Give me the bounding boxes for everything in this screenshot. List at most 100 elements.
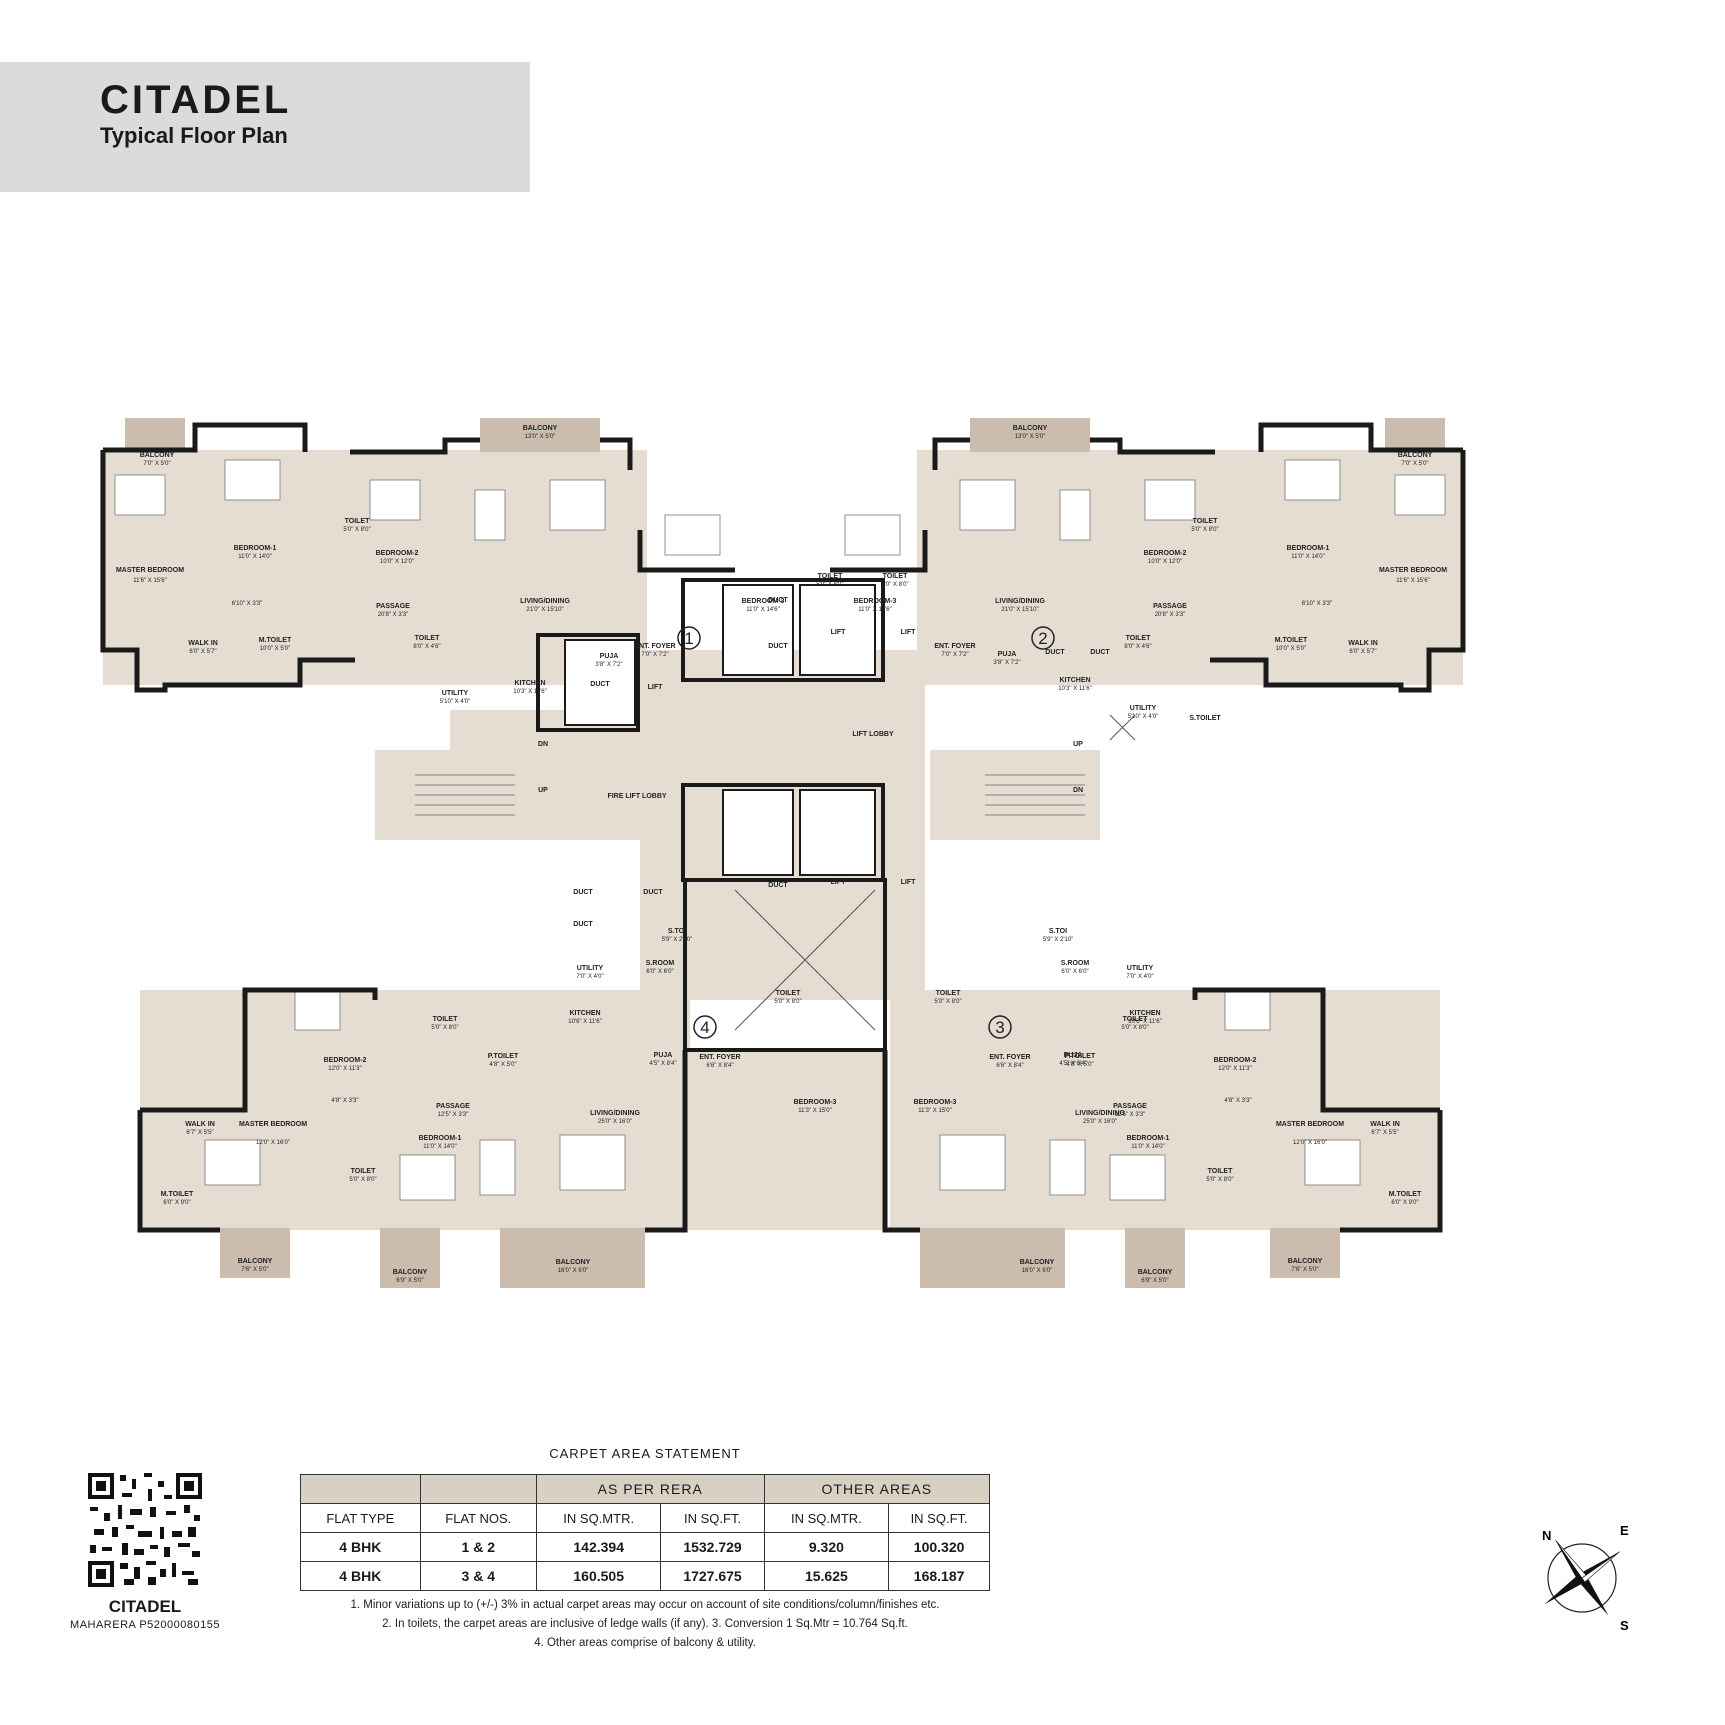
footnotes: 1. Minor variations up to (+/-) 3% in ac…: [300, 1596, 990, 1653]
f2-master-dim: 11'6" X 15'6": [1396, 578, 1429, 584]
f4-puja-label: PUJA: [654, 1052, 673, 1059]
f1-passage-dim: 20'8" X 3'3": [378, 612, 409, 618]
balcony-f3-a: [1270, 1228, 1340, 1278]
lift-shafts: [564, 584, 876, 876]
f3-passage-dim: 12'5" X 3'3": [1115, 1112, 1146, 1118]
f4-bed1-dim: 11'0" X 14'0": [423, 1144, 456, 1150]
f1-kitchen-dim: 10'3" X 11'6": [513, 689, 546, 695]
f4-utility-label: UTILITY: [577, 965, 604, 972]
f2-bed1-label: BEDROOM-1: [1287, 545, 1330, 552]
column-header: IN SQ.FT.: [660, 1503, 765, 1533]
f3-passage-label: PASSAGE: [1113, 1103, 1147, 1110]
f4-kitchen-label: KITCHEN: [569, 1010, 600, 1017]
f4-mtoilet-label: M.TOILET: [161, 1191, 194, 1198]
f4-bed2-label: BEDROOM-2: [324, 1057, 367, 1064]
f4-living-dim: 25'0" X 16'0": [598, 1119, 632, 1125]
footnote-3: 4. Other areas comprise of balcony & uti…: [534, 1637, 756, 1649]
f3-puja-dim: 4'5" X 8'4": [1059, 1061, 1086, 1067]
f4-balcony-c-dim: 16'0" X 6'0": [558, 1268, 589, 1274]
f1-walkin-dim: 6'0" X 5'7": [189, 649, 216, 655]
f3-toilet-c-label: TOILET: [936, 990, 961, 997]
f4-sroom-dim: 6'0" X 6'0": [646, 969, 673, 975]
f3-bed1-label: BEDROOM-1: [1127, 1135, 1170, 1142]
table-cell: 142.394: [535, 1532, 662, 1562]
stair-flights: [415, 774, 1085, 816]
f4-master-label: MASTER BEDROOM: [239, 1121, 307, 1128]
f4-balcony-b-label: BALCONY: [393, 1269, 428, 1276]
column-header: IN SQ.FT.: [888, 1503, 990, 1533]
f3-toilet-c-dim: 5'0" X 8'0": [934, 999, 961, 1005]
column-header: FLAT NOS.: [419, 1503, 537, 1533]
core-duct-8: DUCT: [573, 921, 593, 928]
core-lift-1: LIFT: [831, 629, 846, 636]
f4-toilet-a-label: TOILET: [433, 1016, 458, 1023]
balcony-f4-a: [220, 1228, 290, 1278]
f3-stoilet-dim: 5'9" X 2'10": [1043, 937, 1074, 943]
f3-toilet-b-dim: 5'0" X 8'0": [1206, 1177, 1233, 1183]
f4-bed3-dim: 11'3" X 15'0": [798, 1108, 831, 1114]
f3-puja-label: PUJA: [1064, 1052, 1083, 1059]
core-stoilet: S.TOILET: [1189, 715, 1221, 722]
core-lift-5: LIFT: [901, 879, 916, 886]
f3-balcony-b-label: BALCONY: [1138, 1269, 1173, 1276]
compass-east-label: E: [1620, 1523, 1629, 1538]
f1-passage2-dim: 6'10" X 3'3": [232, 601, 263, 607]
flat-number-2: 2: [1038, 629, 1047, 648]
f1-toilet-c-label: TOILET: [818, 573, 843, 580]
qr-project-name: CITADEL: [108, 1597, 182, 1616]
core-duct-9: DUCT: [768, 882, 788, 889]
f3-utility-label: UTILITY: [1127, 965, 1154, 972]
f2-bed1-dim: 11'0" X 14'0": [1291, 554, 1324, 560]
f2-mtoilet-label: M.TOILET: [1275, 637, 1308, 644]
table-cell: 3 & 4: [419, 1561, 537, 1591]
f2-balcony-a-dim: 7'0" X 5'0": [1401, 461, 1428, 467]
f3-ptoilet-dim: 4'8" X 5'0": [1066, 1062, 1093, 1068]
f2-bed3-label: BEDROOM-3: [854, 598, 897, 605]
f4-living-label: LIVING/DINING: [590, 1110, 640, 1117]
core-lift-3: LIFT: [648, 684, 663, 691]
core-duct-6: DUCT: [573, 889, 593, 896]
f3-passage2-dim: 4'8" X 3'3": [1224, 1098, 1251, 1104]
f3-bed2-dim: 12'0" X 11'3": [1218, 1066, 1251, 1072]
core-stair-dn-right: DN: [1073, 787, 1083, 794]
core-lift-4: LIFT: [831, 879, 846, 886]
f4-stoilet-label: S.TOI: [668, 928, 686, 935]
core-stair-up-right: UP: [1073, 741, 1083, 748]
f3-bed2-label: BEDROOM-2: [1214, 1057, 1257, 1064]
f2-toilet-a-dim: 5'0" X 8'0": [1191, 527, 1218, 533]
f3-mtoilet-label: M.TOILET: [1389, 1191, 1422, 1198]
page-subtitle: Typical Floor Plan: [100, 123, 288, 148]
f3-sroom-label: S.ROOM: [1061, 960, 1090, 967]
f1-passage-label: PASSAGE: [376, 603, 410, 610]
furniture: [114, 459, 1446, 1201]
f1-utility-label: UTILITY: [442, 690, 469, 697]
f2-foyer-dim: 7'0" X 7'2": [941, 652, 968, 658]
f1-foyer-dim: 7'0" X 7'2": [641, 652, 668, 658]
f2-passage-dim: 20'8" X 3'3": [1155, 612, 1186, 618]
balcony-f1-b: [480, 418, 600, 452]
core-duct-5: DUCT: [1090, 649, 1110, 656]
f4-stoilet-dim: 5'9" X 2'10": [662, 937, 693, 943]
balconies: [125, 418, 1445, 1288]
f4-passage-label: PASSAGE: [436, 1103, 470, 1110]
balcony-f4-c: [500, 1228, 645, 1288]
f2-toilet-b-label: TOILET: [1126, 635, 1151, 642]
f1-toilet-a-dim: 5'0" X 8'0": [343, 527, 370, 533]
f2-living-label: LIVING/DINING: [995, 598, 1045, 605]
table-cell: 4 BHK: [300, 1532, 421, 1562]
f1-balcony-b-dim: 13'0" X 5'0": [525, 434, 556, 440]
f2-toilet-c-label: TOILET: [883, 573, 908, 580]
f1-master-dim: 11'6" X 15'6": [133, 578, 166, 584]
rera-registration: MAHARERA P52000080155: [70, 1619, 220, 1631]
f3-balcony-a-label: BALCONY: [1288, 1258, 1323, 1265]
f1-bed2-dim: 10'0" X 12'0": [380, 559, 414, 565]
flat-4-bed2-area: [255, 990, 485, 1110]
balcony-f1-a: [125, 418, 185, 452]
f1-walkin-label: WALK IN: [188, 640, 218, 647]
f4-bed3-label: BEDROOM-3: [794, 1099, 837, 1106]
column-header: IN SQ.MTR.: [535, 1503, 662, 1533]
f4-ptoilet-label: P.TOILET: [488, 1053, 519, 1060]
f2-master-label: MASTER BEDROOM: [1379, 567, 1447, 574]
f2-walkin-dim: 6'0" X 5'7": [1349, 649, 1376, 655]
f2-bed3-dim: 11'0" X 14'6": [858, 607, 891, 613]
